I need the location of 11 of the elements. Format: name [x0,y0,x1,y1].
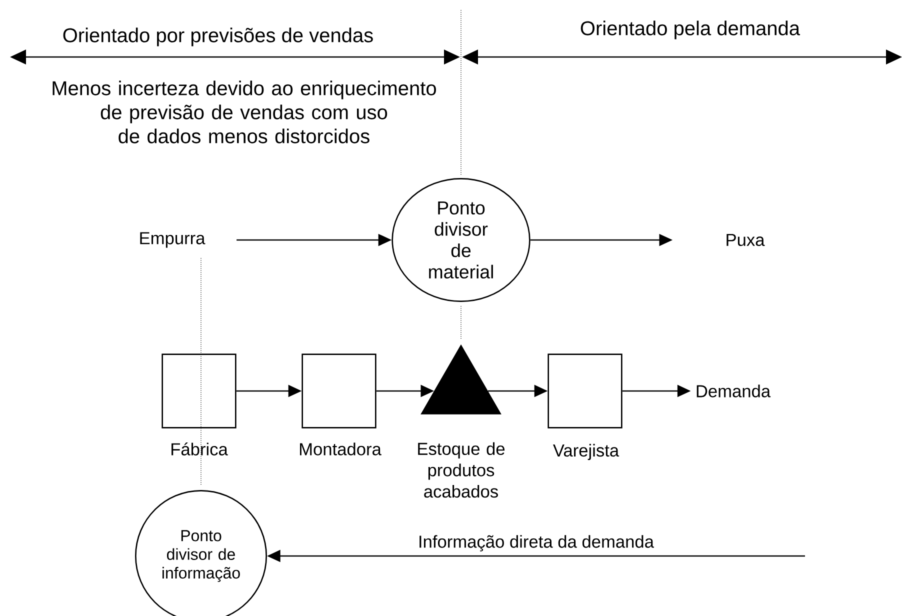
heading: Orientado por previsões de vendas [63,28,373,46]
node-label: Montadora [300,442,382,456]
edge-label: Informação direta da demanda [420,535,654,552]
node-label: Estoque de produtos acabados [418,442,505,498]
node-label: Demanda [696,384,771,398]
node-label: Fábrica [172,442,228,456]
heading: Orientado pela demanda [580,20,800,40]
node-label: Puxa [726,234,765,246]
node-label: Varejista [553,444,620,460]
note: Menos incerteza devido ao enriquecimento de previsão de vendas com uso de dados menos distorcidos [52,80,436,144]
node-label: Empurra [140,232,206,248]
